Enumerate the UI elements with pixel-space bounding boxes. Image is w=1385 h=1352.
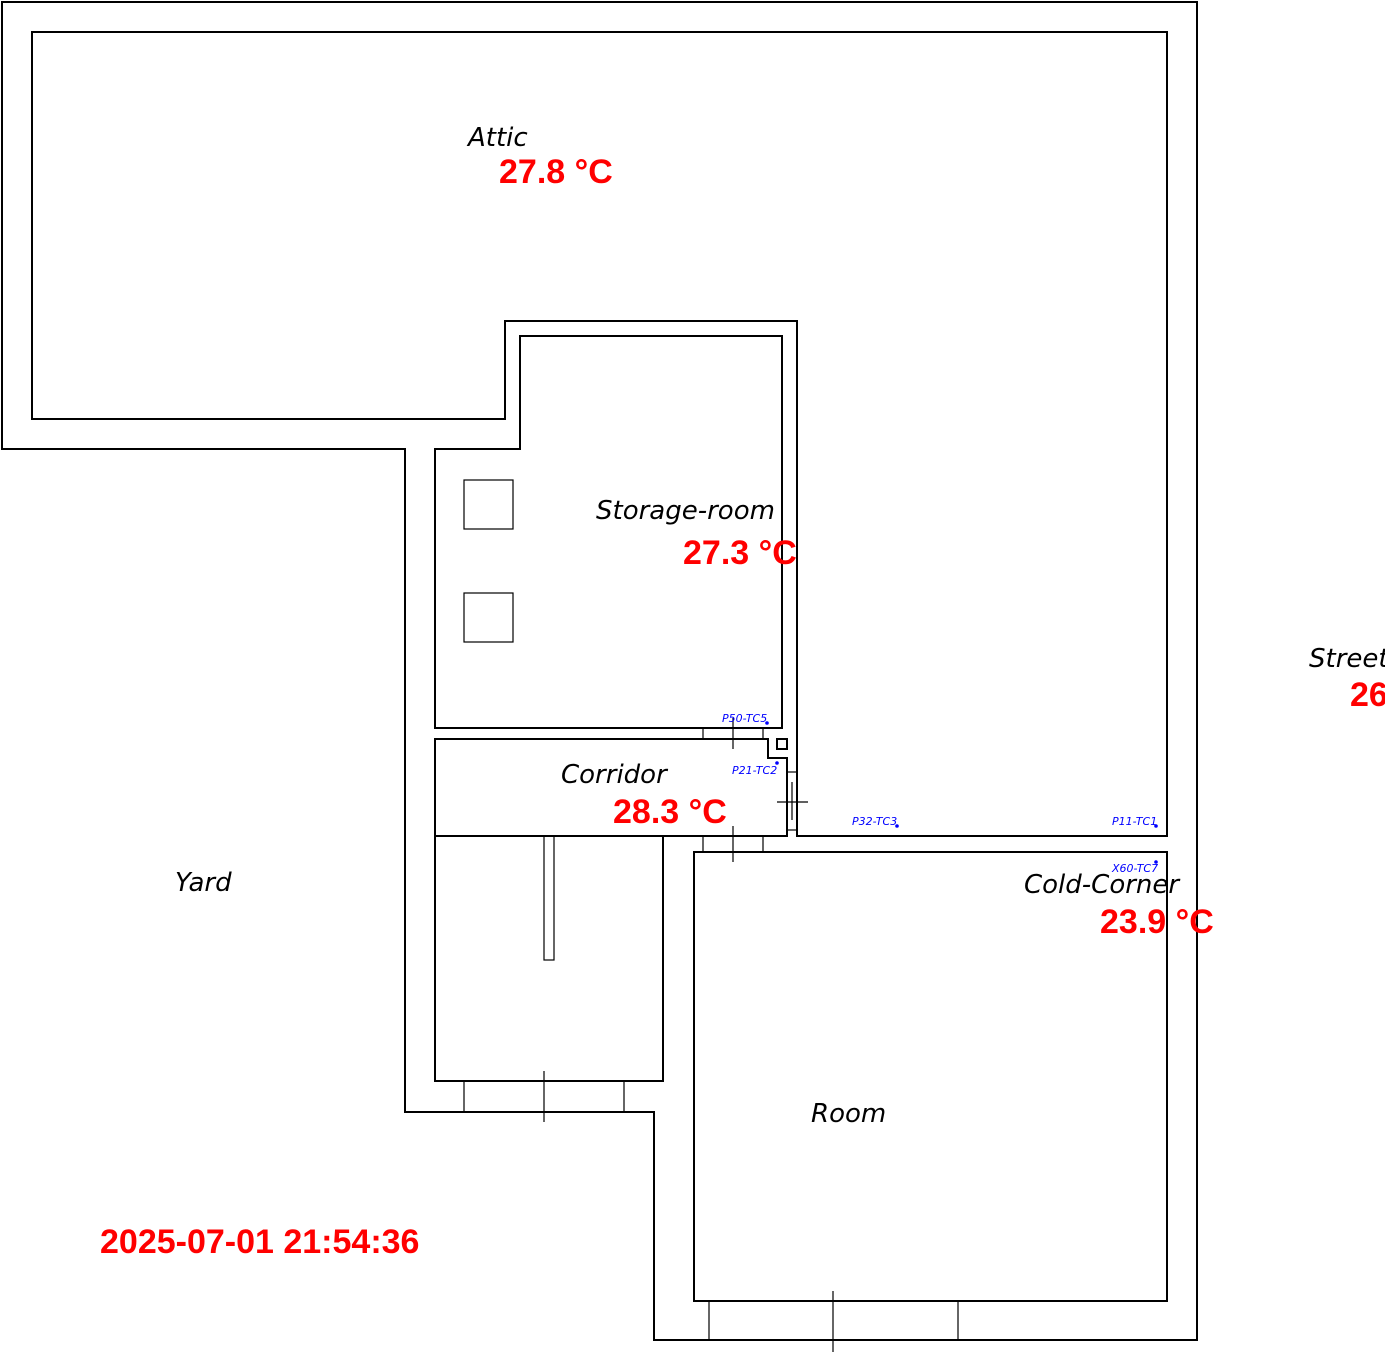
outer-wall [1, 1, 1198, 1341]
temperature-street: 26 [1350, 676, 1385, 714]
partition-wall [543, 835, 555, 961]
sensor-dot [895, 824, 899, 828]
door-markers [463, 718, 959, 1352]
sensor-x60-tc7[interactable]: X60-TC7 [1111, 860, 1158, 875]
temperature-storage-room: 27.3 °C [683, 534, 797, 572]
timestamp: 2025-07-01 21:54:36 [100, 1223, 419, 1261]
lower-room-outline [434, 836, 664, 1082]
room-label-room: Room [811, 1099, 886, 1129]
sensor-p32-tc3[interactable]: P32-TC3 [852, 815, 899, 828]
room-outline [693, 851, 1168, 1302]
room-label-street: Street [1309, 644, 1385, 674]
storage-box [463, 592, 514, 643]
room-label-corridor: Corridor [561, 760, 669, 790]
room-label-storage-room: Storage-room [596, 496, 775, 526]
sensor-label: X60-TC7 [1111, 862, 1158, 875]
sensor-dot [1154, 824, 1158, 828]
room-label-attic: Attic [466, 123, 528, 153]
storage-box [463, 479, 514, 530]
attic-room-outline [31, 31, 1168, 837]
sensor-label: P50-TC5 [722, 712, 767, 725]
sensor-p21-tc2[interactable]: P21-TC2 [732, 761, 779, 777]
sensor-dot [765, 721, 769, 725]
sensor-dot [1154, 860, 1158, 864]
sensor-label: P11-TC1 [1112, 815, 1157, 828]
sensor-p50-tc5[interactable]: P50-TC5 [722, 712, 769, 725]
storage-room-outline [434, 335, 783, 729]
wall-column [776, 738, 788, 750]
sensor-p11-tc1[interactable]: P11-TC1 [1112, 815, 1158, 828]
sensor-label: P21-TC2 [732, 764, 777, 777]
room-label-yard: Yard [175, 868, 232, 898]
temperature-cold-corner: 23.9 °C [1100, 903, 1214, 941]
temperature-corridor: 28.3 °C [613, 793, 727, 831]
sensor-dot [775, 761, 779, 765]
sensor-label: P32-TC3 [852, 815, 897, 828]
room-label-cold-corner: Cold-Corner [1024, 870, 1181, 900]
temperature-attic: 27.8 °C [499, 153, 613, 191]
